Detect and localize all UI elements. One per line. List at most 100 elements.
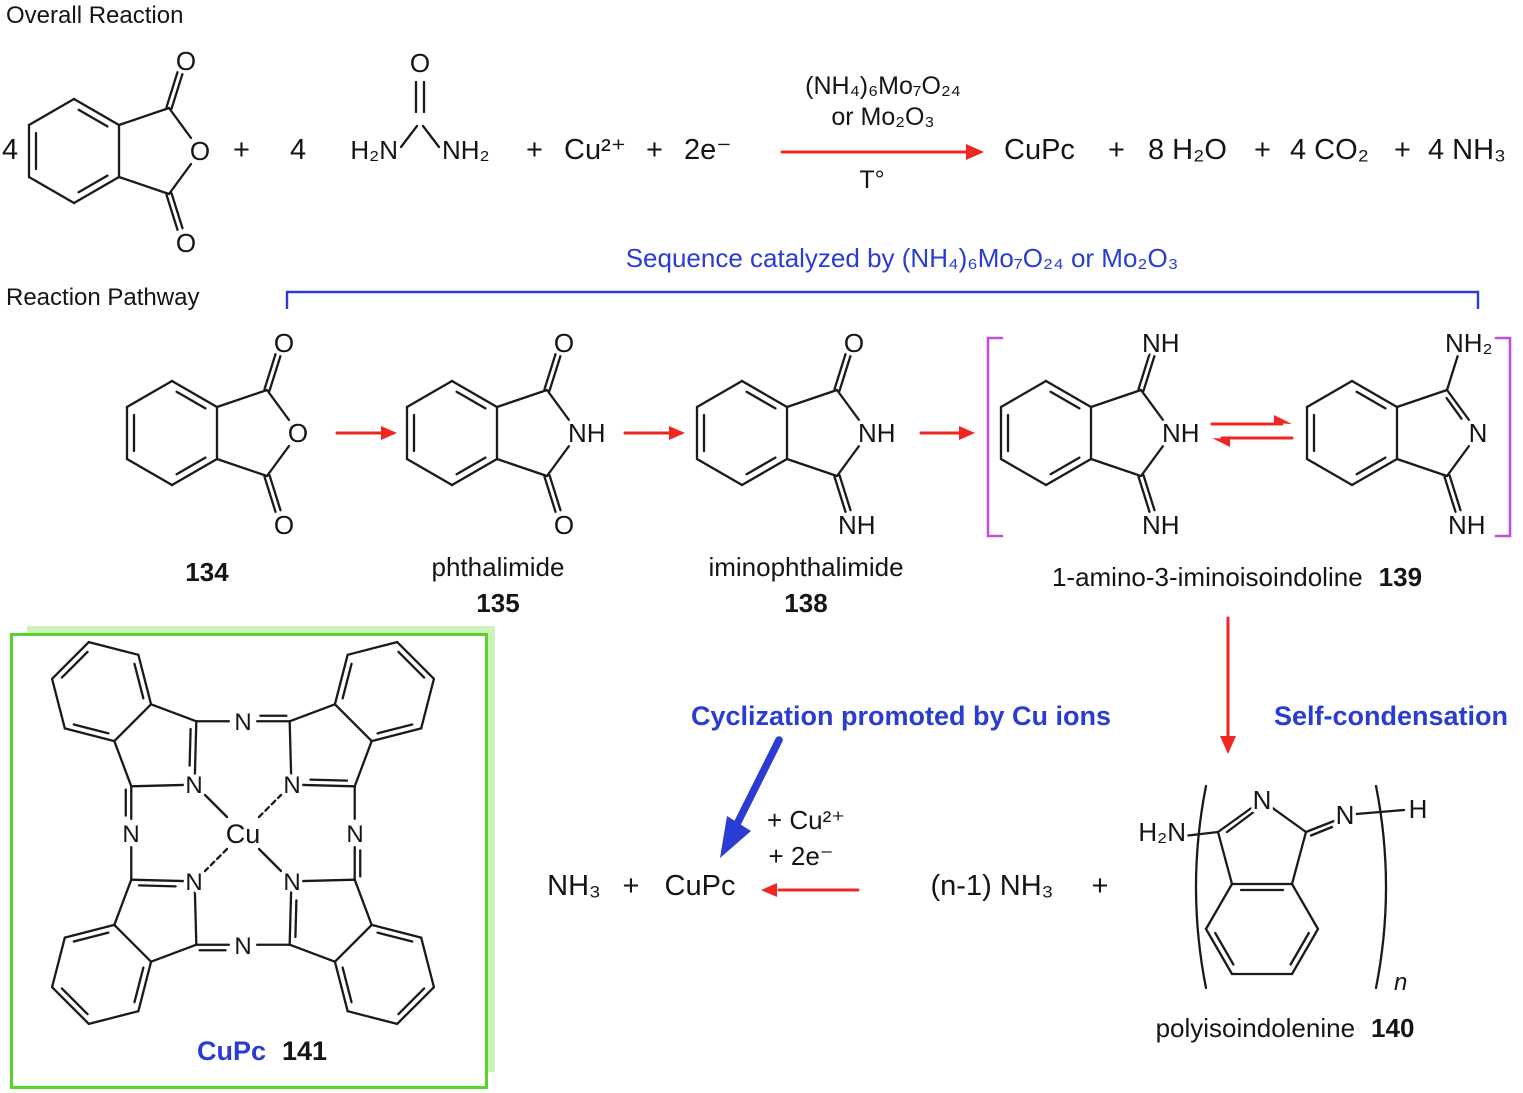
compound-number-141: 141 bbox=[281, 1036, 328, 1066]
atom-label-h: H bbox=[1409, 794, 1428, 824]
polyisoindolenine-structure: H₂N N N H n bbox=[1135, 782, 1431, 997]
copper-ion: Cu²⁺ bbox=[564, 134, 627, 166]
atom-label-o: O bbox=[176, 228, 196, 258]
atom-label-nh2: NH₂ bbox=[1445, 328, 1493, 358]
cu-n-dative-bond bbox=[203, 847, 229, 873]
polyisoindolenine-label: polyisoindolenine 140 bbox=[1155, 1013, 1415, 1044]
atom-label-n: N bbox=[234, 709, 251, 736]
cu-n-bond bbox=[257, 847, 283, 873]
cupc-highlight-box bbox=[10, 633, 488, 1089]
atom-label-n: N bbox=[185, 772, 202, 799]
cupc-141-label: CuPc 141 bbox=[197, 1036, 327, 1067]
arrow-135-138 bbox=[623, 426, 685, 440]
purple-bracket-right bbox=[1494, 336, 1512, 538]
iminophthalimide-label: iminophthalimide bbox=[708, 552, 904, 582]
purple-bracket-left bbox=[986, 336, 1004, 538]
cyclization-product-arrow bbox=[761, 883, 860, 897]
atom-label-h2n: H₂N bbox=[350, 135, 398, 165]
atom-label-n: N bbox=[234, 933, 251, 960]
aminoiminoisoindoline-name: 1-amino-3-iminoisoindoline bbox=[1051, 562, 1363, 592]
atom-label-n: N bbox=[1253, 785, 1272, 815]
atom-label-n: N bbox=[1336, 800, 1355, 830]
atom-label-nh: NH bbox=[858, 418, 896, 448]
cu-n-bond bbox=[203, 793, 229, 819]
atom-label-o: O bbox=[410, 48, 430, 78]
atom-label-nh: NH bbox=[1142, 510, 1180, 540]
atom-label-cu: Cu bbox=[226, 819, 261, 849]
plus-sign: + bbox=[1091, 870, 1109, 902]
atom-label-o: O bbox=[288, 418, 308, 448]
product-co2: 4 CO₂ bbox=[1290, 134, 1369, 166]
n1-nh3-label: (n-1) NH₃ bbox=[930, 870, 1054, 902]
atom-label-h2n: H₂N bbox=[1138, 817, 1186, 847]
reaction-arrow-overall bbox=[780, 144, 984, 160]
phthalic-anhydride-structure: O O O bbox=[125, 325, 312, 544]
equation-nh3: NH₃ bbox=[547, 870, 601, 902]
phthalimide-label: phthalimide bbox=[431, 552, 565, 582]
cyclization-note: Cyclization promoted by Cu ions bbox=[690, 701, 1112, 731]
arrow-134-135 bbox=[335, 426, 397, 440]
self-condensation-note: Self-condensation bbox=[1273, 701, 1509, 731]
product-water: 8 H₂O bbox=[1148, 134, 1227, 166]
plus-cu-label: + Cu²⁺ bbox=[766, 805, 846, 835]
plus-sign: + bbox=[1394, 134, 1411, 166]
diiminoisoindoline-structure: NH NH NH bbox=[999, 325, 1203, 544]
atom-label-n: N bbox=[283, 869, 300, 896]
cupc-name: CuPc bbox=[196, 1036, 266, 1066]
compound-number-140: 140 bbox=[1371, 1013, 1415, 1043]
aminoiminoisoindoline-label: 1-amino-3-iminoisoindoline 139 bbox=[1051, 562, 1423, 593]
plus-sign: + bbox=[646, 134, 663, 166]
overall-reaction-title: Overall Reaction bbox=[6, 2, 184, 29]
product-cupc: CuPc bbox=[1004, 134, 1075, 166]
atom-label-n: N bbox=[1469, 418, 1488, 448]
compound-number-134: 134 bbox=[185, 557, 229, 587]
catalyst-line2: or Mo₂O₃ bbox=[831, 103, 935, 131]
atom-label-o: O bbox=[176, 46, 196, 76]
atom-label-nh: NH bbox=[1162, 418, 1200, 448]
cu-n-dative-bond bbox=[257, 793, 283, 819]
atom-label-o: O bbox=[274, 328, 294, 358]
compound-number-139: 139 bbox=[1378, 562, 1423, 592]
compound-number-138: 138 bbox=[784, 588, 828, 618]
equation-cupc: CuPc bbox=[664, 870, 736, 902]
atom-label-o: O bbox=[274, 510, 294, 540]
polyisoindolenine-name: polyisoindolenine bbox=[1155, 1013, 1356, 1043]
plus-sign: + bbox=[1108, 134, 1125, 166]
atom-label-n: N bbox=[122, 821, 139, 848]
self-condensation-arrow bbox=[1220, 616, 1236, 754]
catalyst-line1: (NH₄)₆Mo₇O₂₄ bbox=[805, 72, 961, 100]
repeat-unit-subscript: n bbox=[1394, 969, 1407, 996]
electrons: 2e⁻ bbox=[684, 134, 732, 166]
atom-label-n: N bbox=[283, 772, 300, 799]
temperature-label: T° bbox=[859, 166, 885, 194]
atom-label-o: O bbox=[554, 328, 574, 358]
sequence-bracket bbox=[285, 290, 1480, 309]
atom-label-nh2: NH₂ bbox=[442, 135, 490, 165]
iminophthalimide-structure: NH O NH bbox=[695, 325, 899, 544]
sequence-catalyzed-note: Sequence catalyzed by (NH₄)₆Mo₇O₂₄ or Mo… bbox=[625, 243, 1179, 273]
atom-label-nh: NH bbox=[1142, 328, 1180, 358]
phthalic-anhydride-structure-overall: O O O bbox=[27, 43, 214, 262]
atom-label-n: N bbox=[185, 869, 202, 896]
arrow-138-139 bbox=[919, 426, 975, 440]
aminoiminoisoindoline-structure: N NH₂ NH bbox=[1305, 325, 1496, 544]
coefficient-urea: 4 bbox=[290, 134, 307, 166]
atom-label-nh: NH bbox=[568, 418, 606, 448]
plus-electrons-label: + 2e⁻ bbox=[768, 841, 834, 871]
atom-label-o: O bbox=[554, 510, 574, 540]
compound-number-135: 135 bbox=[476, 588, 520, 618]
cyclization-arrow bbox=[720, 736, 783, 858]
cupc-structure: Cu N N N N N N N N bbox=[19, 609, 467, 1057]
atom-label-nh: NH bbox=[838, 510, 876, 540]
atom-label-n: N bbox=[346, 821, 363, 848]
phthalimide-structure: NH O O bbox=[405, 325, 609, 544]
equilibrium-arrows bbox=[1210, 415, 1294, 447]
reaction-pathway-title: Reaction Pathway bbox=[6, 284, 200, 311]
coefficient-pa: 4 bbox=[2, 134, 19, 166]
urea-structure: H₂N NH₂ O bbox=[347, 45, 493, 169]
plus-sign: + bbox=[1254, 134, 1271, 166]
atom-label-o: O bbox=[190, 136, 210, 166]
plus-sign: + bbox=[526, 134, 543, 166]
